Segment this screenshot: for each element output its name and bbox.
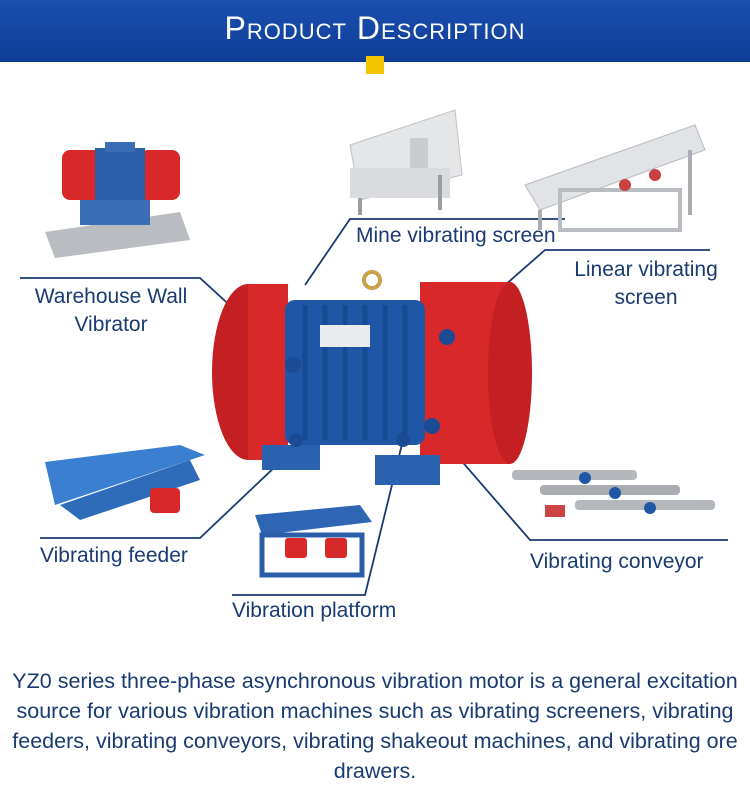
leader-line-platform: [232, 439, 404, 596]
label-warehouse-wall-vibrator: Warehouse Wall Vibrator: [16, 283, 206, 339]
page-title: Product Description: [224, 10, 526, 46]
vibrating-conveyor-image: [512, 470, 715, 517]
vibrating-feeder-image: [45, 445, 205, 520]
linear-screen-image: [524, 124, 706, 232]
label-linear-screen-line1: Linear vibrating: [574, 258, 718, 281]
label-warehouse-line1: Warehouse Wall: [34, 285, 188, 308]
leader-line-conveyor: [432, 427, 728, 541]
mine-screen-image: [349, 109, 463, 215]
leader-line-mine-screen: [304, 218, 565, 286]
label-vibrating-feeder: Vibrating feeder: [40, 544, 188, 567]
leader-line-feeder: [40, 444, 299, 539]
label-vibration-platform: Vibration platform: [232, 599, 397, 622]
label-linear-vibrating-screen: Linear vibrating screen: [560, 256, 732, 312]
leader-lines: [20, 218, 728, 596]
header-banner: [0, 0, 750, 62]
vibration-motor-image: [212, 270, 532, 485]
label-mine-vibrating-screen: Mine vibrating screen: [356, 224, 556, 247]
product-description-text: YZ0 series three-phase asynchronous vibr…: [12, 669, 738, 783]
label-vibrating-conveyor: Vibrating conveyor: [530, 550, 704, 573]
warehouse-vibrator-image: [45, 142, 190, 258]
label-linear-screen-line2: screen: [614, 286, 678, 309]
title-accent-square: [366, 56, 384, 74]
vibration-platform-image: [255, 505, 372, 578]
label-warehouse-line2: Vibrator: [74, 313, 148, 336]
